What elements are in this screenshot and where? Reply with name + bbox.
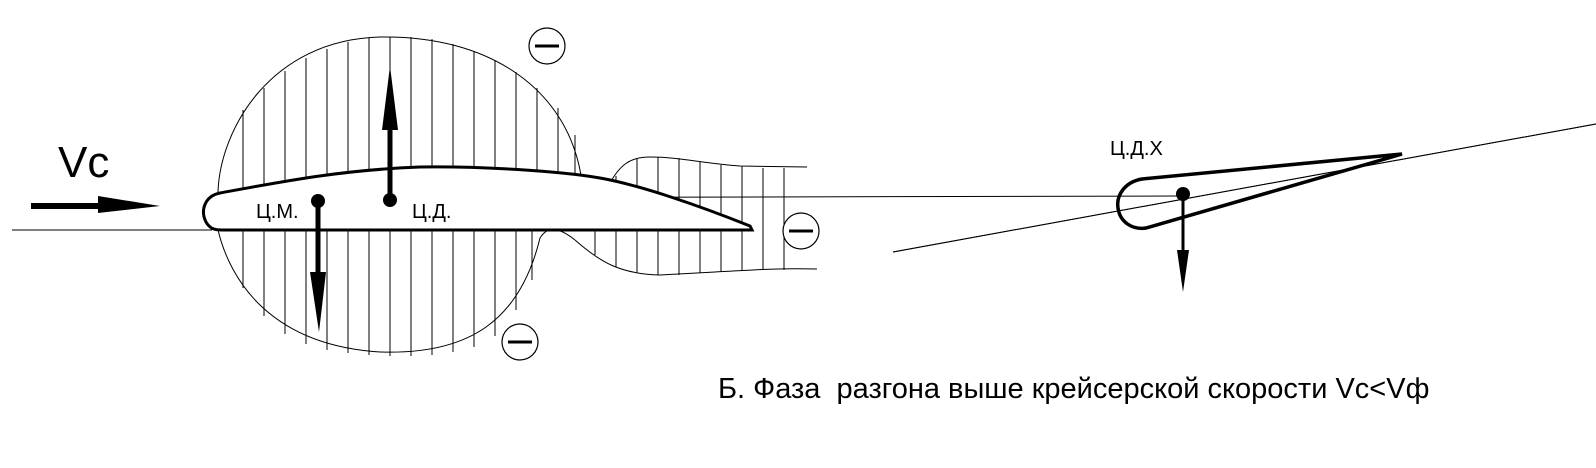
minus-sign-lower bbox=[501, 323, 539, 361]
minus-sign-upper bbox=[528, 27, 566, 65]
center-of-pressure-label: Ц.Д. bbox=[412, 201, 451, 223]
tail-center-of-pressure-label: Ц.Д.Х bbox=[1110, 138, 1163, 160]
velocity-arrow bbox=[31, 196, 160, 213]
center-of-mass-force bbox=[310, 194, 326, 332]
tail-force bbox=[1176, 187, 1190, 292]
upper-pressure-distribution bbox=[217, 36, 583, 193]
lower-pressure-distribution bbox=[217, 229, 576, 356]
minus-sign-trailing bbox=[782, 212, 820, 250]
center-of-mass-label: Ц.М. bbox=[256, 201, 299, 223]
velocity-label: Vc bbox=[58, 138, 109, 187]
diagram-caption: Б. Фаза разгона выше крейсерской скорост… bbox=[718, 373, 1429, 405]
lift-force bbox=[382, 66, 398, 207]
lower-trailing-pressure-distribution bbox=[574, 228, 818, 276]
wing-airfoil bbox=[202, 165, 755, 232]
tail-airfoil bbox=[1116, 152, 1403, 231]
